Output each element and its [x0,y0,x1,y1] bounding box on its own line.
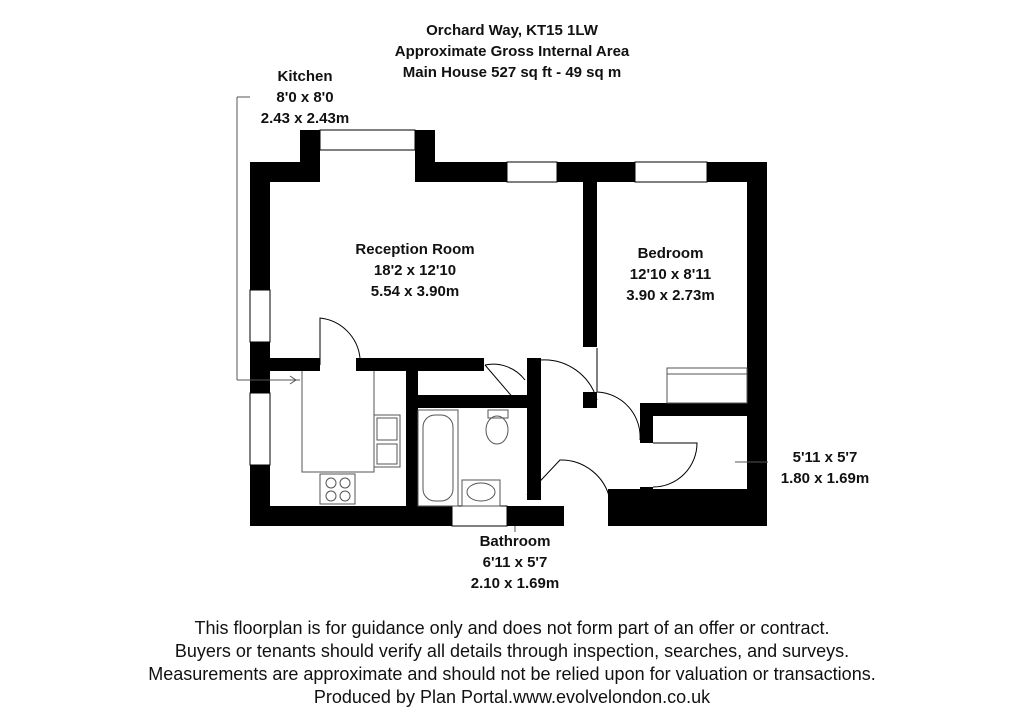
room-name: Bathroom [479,533,551,550]
room-metric: 1.80 x 1.69m [780,470,870,487]
disclaimer: This floorplan is for guidance only and … [40,617,984,709]
room-imperial: 5'11 x 5'7 [792,449,858,466]
bathroom-label: Bathroom 6'11 x 5'7 2.10 x 1.69m [440,531,590,594]
room-imperial: 12'10 x 8'11 [629,266,712,283]
room-imperial: 18'2 x 12'10 [373,262,457,279]
doors [319,317,698,501]
kitchen-label: Kitchen 8'0 x 8'0 2.43 x 2.43m [240,66,370,129]
plan-header: Orchard Way, KT15 1LW Approximate Gross … [312,20,712,83]
internal-walls [270,182,747,507]
area-title: Approximate Gross Internal Area [394,43,630,60]
room-name: Reception Room [355,241,475,258]
disclaimer-line: Produced by Plan Portal.www.evolvelondon… [313,687,711,707]
room-metric: 5.54 x 3.90m [370,283,460,300]
external-walls [250,130,767,526]
leader-lines [514,461,768,532]
room-metric: 2.43 x 2.43m [260,110,350,127]
room-imperial: 6'11 x 5'7 [482,554,548,571]
disclaimer-line: Measurements are approximate and should … [148,664,876,684]
area-total: Main House 527 sq ft - 49 sq m [402,64,622,81]
store-label: 5'11 x 5'7 1.80 x 1.69m [760,447,890,489]
room-metric: 2.10 x 1.69m [470,575,560,592]
room-name: Kitchen [277,68,333,85]
disclaimer-line: This floorplan is for guidance only and … [194,618,830,638]
kitchen-fixtures [236,96,401,505]
windows [249,129,708,527]
disclaimer-line: Buyers or tenants should verify all deta… [174,641,850,661]
bathroom-fixtures [417,409,509,507]
room-imperial: 8'0 x 8'0 [276,89,334,106]
reception-label: Reception Room 18'2 x 12'10 5.54 x 3.90m [330,239,500,302]
bedroom-label: Bedroom 12'10 x 8'11 3.90 x 2.73m [598,243,743,306]
room-name: Bedroom [637,245,704,262]
room-metric: 3.90 x 2.73m [626,287,715,304]
address: Orchard Way, KT15 1LW [426,22,598,39]
bedroom-wardrobe [666,367,748,404]
